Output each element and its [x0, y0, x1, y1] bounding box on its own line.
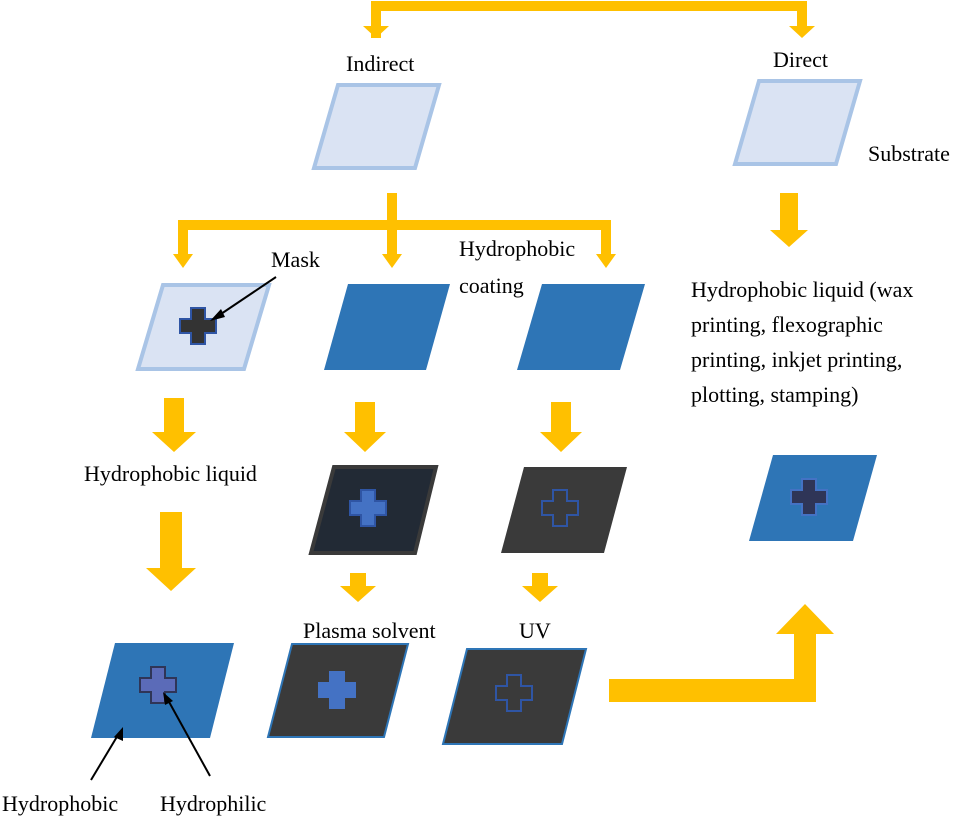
label-hydrophobic-liquid: Hydrophobic liquid	[84, 461, 257, 486]
label-direct-methods-line3: printing, inkjet printing,	[691, 347, 902, 372]
top-split-connector	[371, 1, 807, 38]
label-direct-methods-line4: plotting, stamping)	[691, 382, 858, 407]
arrowhead-indirect	[363, 26, 389, 38]
pointer-hydrophobic-head	[114, 727, 123, 741]
block-arrow-plasma-down	[340, 573, 376, 602]
label-hydrophilic: Hydrophilic	[160, 791, 267, 816]
label-substrate: Substrate	[868, 141, 950, 166]
pointer-hydrophobic	[90, 734, 119, 781]
label-hydrophobic: Hydrophobic	[2, 791, 118, 816]
substrate-coated-right	[517, 284, 645, 370]
block-arrow-mask-down	[152, 398, 196, 452]
label-plasma-solvent: Plasma solvent	[303, 618, 436, 643]
label-direct: Direct	[773, 47, 828, 72]
label-hydrophobic-coating-line2: coating	[459, 273, 524, 298]
arrowhead-split-middle	[382, 254, 402, 268]
pointer-mask	[217, 276, 277, 317]
l-shaped-arrow-to-direct	[609, 604, 834, 702]
substrate-indirect	[311, 83, 442, 170]
block-arrow-middle-down	[344, 402, 386, 452]
block-arrow-uv-down	[522, 573, 558, 602]
label-indirect: Indirect	[346, 51, 414, 76]
label-hydrophobic-coating-line1: Hydrophobic	[459, 236, 575, 261]
label-mask: Mask	[271, 247, 320, 272]
label-uv: UV	[519, 618, 551, 643]
arrows	[146, 1, 834, 702]
arrowhead-direct	[789, 26, 815, 38]
arrowhead-split-left	[173, 254, 193, 268]
block-arrow-direct-down	[770, 193, 808, 247]
pointer-mask-head	[210, 309, 225, 321]
pointer-hydrophilic	[167, 699, 211, 777]
arrowhead-split-right	[596, 254, 616, 268]
substrate-coated-middle	[324, 284, 450, 370]
substrate-direct	[732, 79, 863, 166]
label-direct-methods-line1: Hydrophobic liquid (wax	[691, 277, 913, 302]
block-arrow-right-down	[540, 402, 582, 452]
three-way-split-connector	[178, 193, 611, 256]
block-arrow-hydrophobic-liquid-down	[146, 512, 196, 591]
label-direct-methods-line2: printing, flexographic	[691, 312, 883, 337]
panel-right-dark	[501, 467, 627, 553]
labels: Indirect Direct Substrate Mask Hydrophob…	[2, 47, 950, 816]
substrates	[91, 79, 877, 745]
result-uv	[441, 648, 588, 745]
pointer-arrows	[90, 276, 277, 781]
pointer-hydrophilic-head	[163, 692, 173, 705]
